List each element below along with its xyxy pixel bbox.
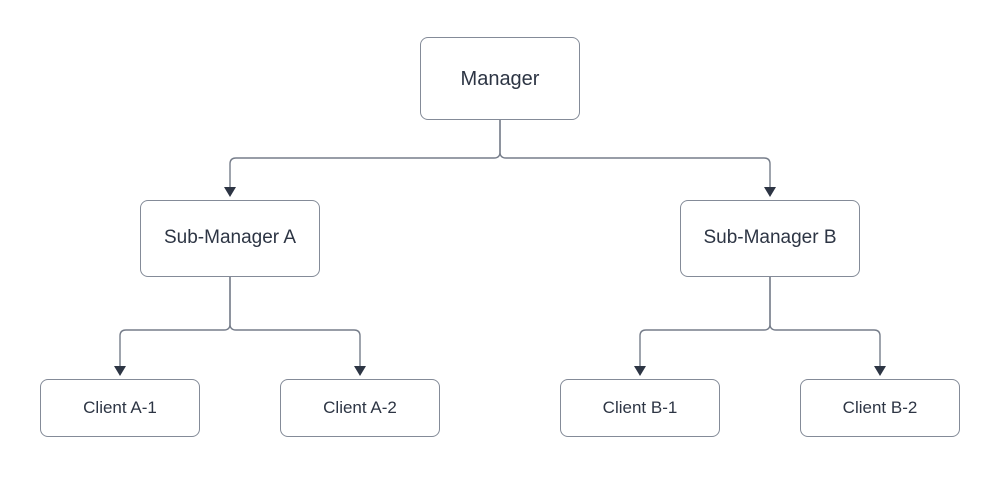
node-client-b-2-label: Client B-2: [842, 397, 918, 417]
node-client-a-2-label: Client A-2: [323, 397, 397, 417]
node-sub-manager-a-label: Sub-Manager A: [163, 227, 297, 249]
edge-sub-b-client-b-1: [634, 277, 771, 376]
node-client-b-2[interactable]: Client B-2: [800, 379, 960, 437]
node-client-b-1-label: Client B-1: [602, 397, 678, 417]
node-sub-manager-a[interactable]: Sub-Manager A: [140, 200, 320, 277]
node-client-a-1-label: Client A-1: [83, 397, 157, 417]
edge-sub-b-client-b-2: [769, 277, 886, 376]
edge-sub-a-client-a-1: [114, 277, 231, 376]
edge-sub-a-client-a-2: [229, 277, 366, 376]
node-sub-manager-b[interactable]: Sub-Manager B: [680, 200, 860, 277]
edge-manager-sub-a: [224, 120, 501, 197]
node-client-a-1[interactable]: Client A-1: [40, 379, 200, 437]
node-client-a-2[interactable]: Client A-2: [280, 379, 440, 437]
node-manager-label: Manager: [460, 67, 540, 90]
edge-manager-sub-b: [499, 120, 776, 197]
node-manager[interactable]: Manager: [420, 37, 580, 120]
node-sub-manager-b-label: Sub-Manager B: [703, 227, 837, 249]
node-client-b-1[interactable]: Client B-1: [560, 379, 720, 437]
